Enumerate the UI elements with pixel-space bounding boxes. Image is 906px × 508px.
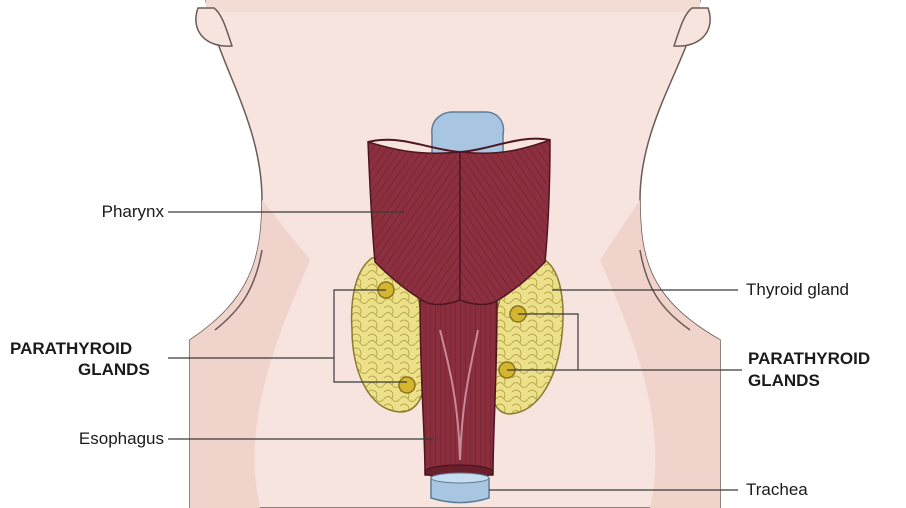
head-shading — [206, 0, 700, 12]
esophagus-tube — [420, 300, 497, 475]
label-pharynx: Pharynx — [60, 202, 164, 222]
label-trachea: Trachea — [746, 480, 808, 500]
label-esophagus: Esophagus — [30, 429, 164, 449]
label-thyroid-gland: Thyroid gland — [746, 280, 849, 300]
label-parathyroid-right-line2: GLANDS — [748, 370, 820, 391]
parathyroid-left-lower — [399, 377, 415, 393]
label-parathyroid-right-line1: PARATHYROID — [748, 348, 870, 369]
label-parathyroid-left-line1: PARATHYROID — [10, 338, 132, 359]
label-parathyroid-left-line2: GLANDS — [78, 359, 150, 380]
